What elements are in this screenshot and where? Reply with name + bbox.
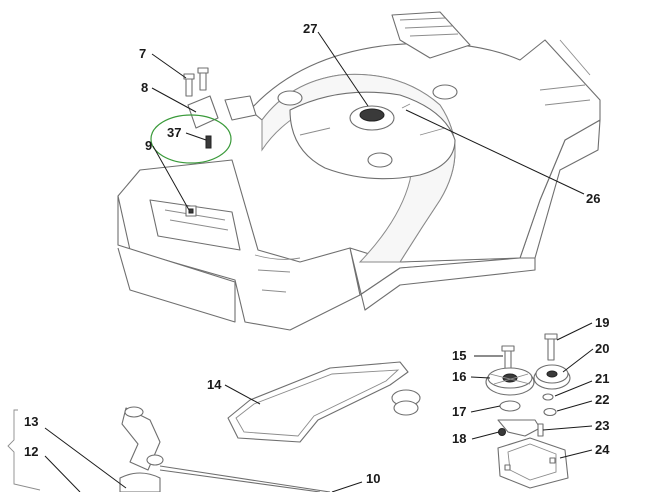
bracket-assembly: [183, 67, 219, 149]
callout-18: 18: [452, 431, 466, 446]
callout-13: 13: [24, 414, 38, 429]
callout-27: 27: [303, 21, 317, 36]
callout-14: 14: [207, 377, 222, 392]
callout-24: 24: [595, 442, 610, 457]
callout-16: 16: [452, 369, 466, 384]
callout-22: 22: [595, 392, 609, 407]
callout-37: 37: [167, 125, 181, 140]
callout-20: 20: [595, 341, 609, 356]
callout-9: 9: [145, 138, 152, 153]
callout-10: 10: [366, 471, 380, 486]
belt-bushing: [391, 389, 421, 416]
callout-17: 17: [452, 404, 466, 419]
highlight-circle: [150, 114, 232, 164]
drive-belt: [227, 361, 409, 443]
pulley-assembly: [485, 333, 571, 489]
callout-19: 19: [595, 315, 609, 330]
callout-15: 15: [452, 348, 466, 363]
mower-deck-housing: [117, 11, 601, 331]
callout-26: 26: [586, 191, 600, 206]
callout-12: 12: [24, 444, 38, 459]
callout-8: 8: [141, 80, 148, 95]
callout-23: 23: [595, 418, 609, 433]
callout-7: 7: [139, 46, 146, 61]
drive-shaft-parts: [7, 406, 331, 492]
callout-labels: 7 8 37 9 27 26 14 13 12 10 15 16 17 18 1…: [24, 21, 610, 486]
callout-21: 21: [595, 371, 609, 386]
leader-lines: [44, 31, 594, 492]
